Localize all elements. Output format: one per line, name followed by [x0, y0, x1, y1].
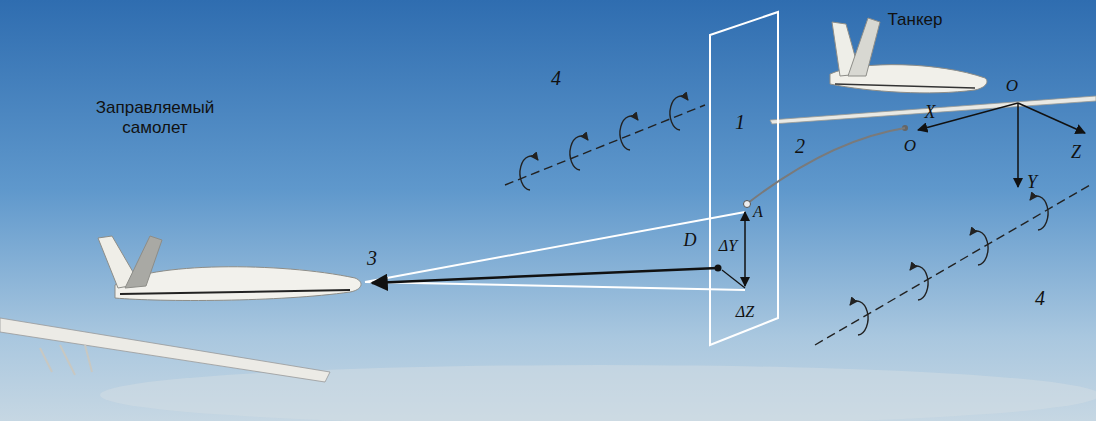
target-plane: [710, 12, 778, 345]
point-name: A: [753, 203, 763, 221]
point-name: O: [904, 136, 916, 156]
callout-number: 1: [735, 111, 745, 134]
receiver-aircraft: [0, 236, 361, 382]
aircraft-name: Заправляемый самолет: [70, 98, 240, 137]
wake-vortex: [505, 96, 1090, 345]
callout-number: 2: [795, 135, 805, 158]
delta-y-arrow: [744, 212, 746, 286]
sight-line: [365, 282, 745, 290]
tanker-aircraft: [770, 18, 1096, 131]
distance-name: D: [684, 230, 697, 251]
offset-name: ΔY: [719, 237, 737, 255]
axes: [918, 103, 1085, 187]
drogue: [744, 201, 751, 208]
probe-point: [715, 265, 722, 272]
delta-z-line: [722, 270, 745, 288]
axis-origin: O: [1006, 76, 1018, 96]
probe-vector: [372, 268, 718, 283]
sight-line: [365, 212, 745, 282]
callout-number: 4: [551, 67, 561, 90]
refuel-hose: [748, 128, 905, 203]
axis-name: Y: [1027, 172, 1037, 193]
offset-name: ΔZ: [736, 303, 754, 321]
axis-name: Z: [1071, 142, 1081, 163]
aircraft-name: Танкер: [887, 10, 942, 30]
callout-number: 3: [367, 247, 377, 270]
haze: [100, 365, 1096, 421]
callout-number: 4: [1035, 287, 1045, 310]
axis-name: X: [925, 102, 936, 123]
